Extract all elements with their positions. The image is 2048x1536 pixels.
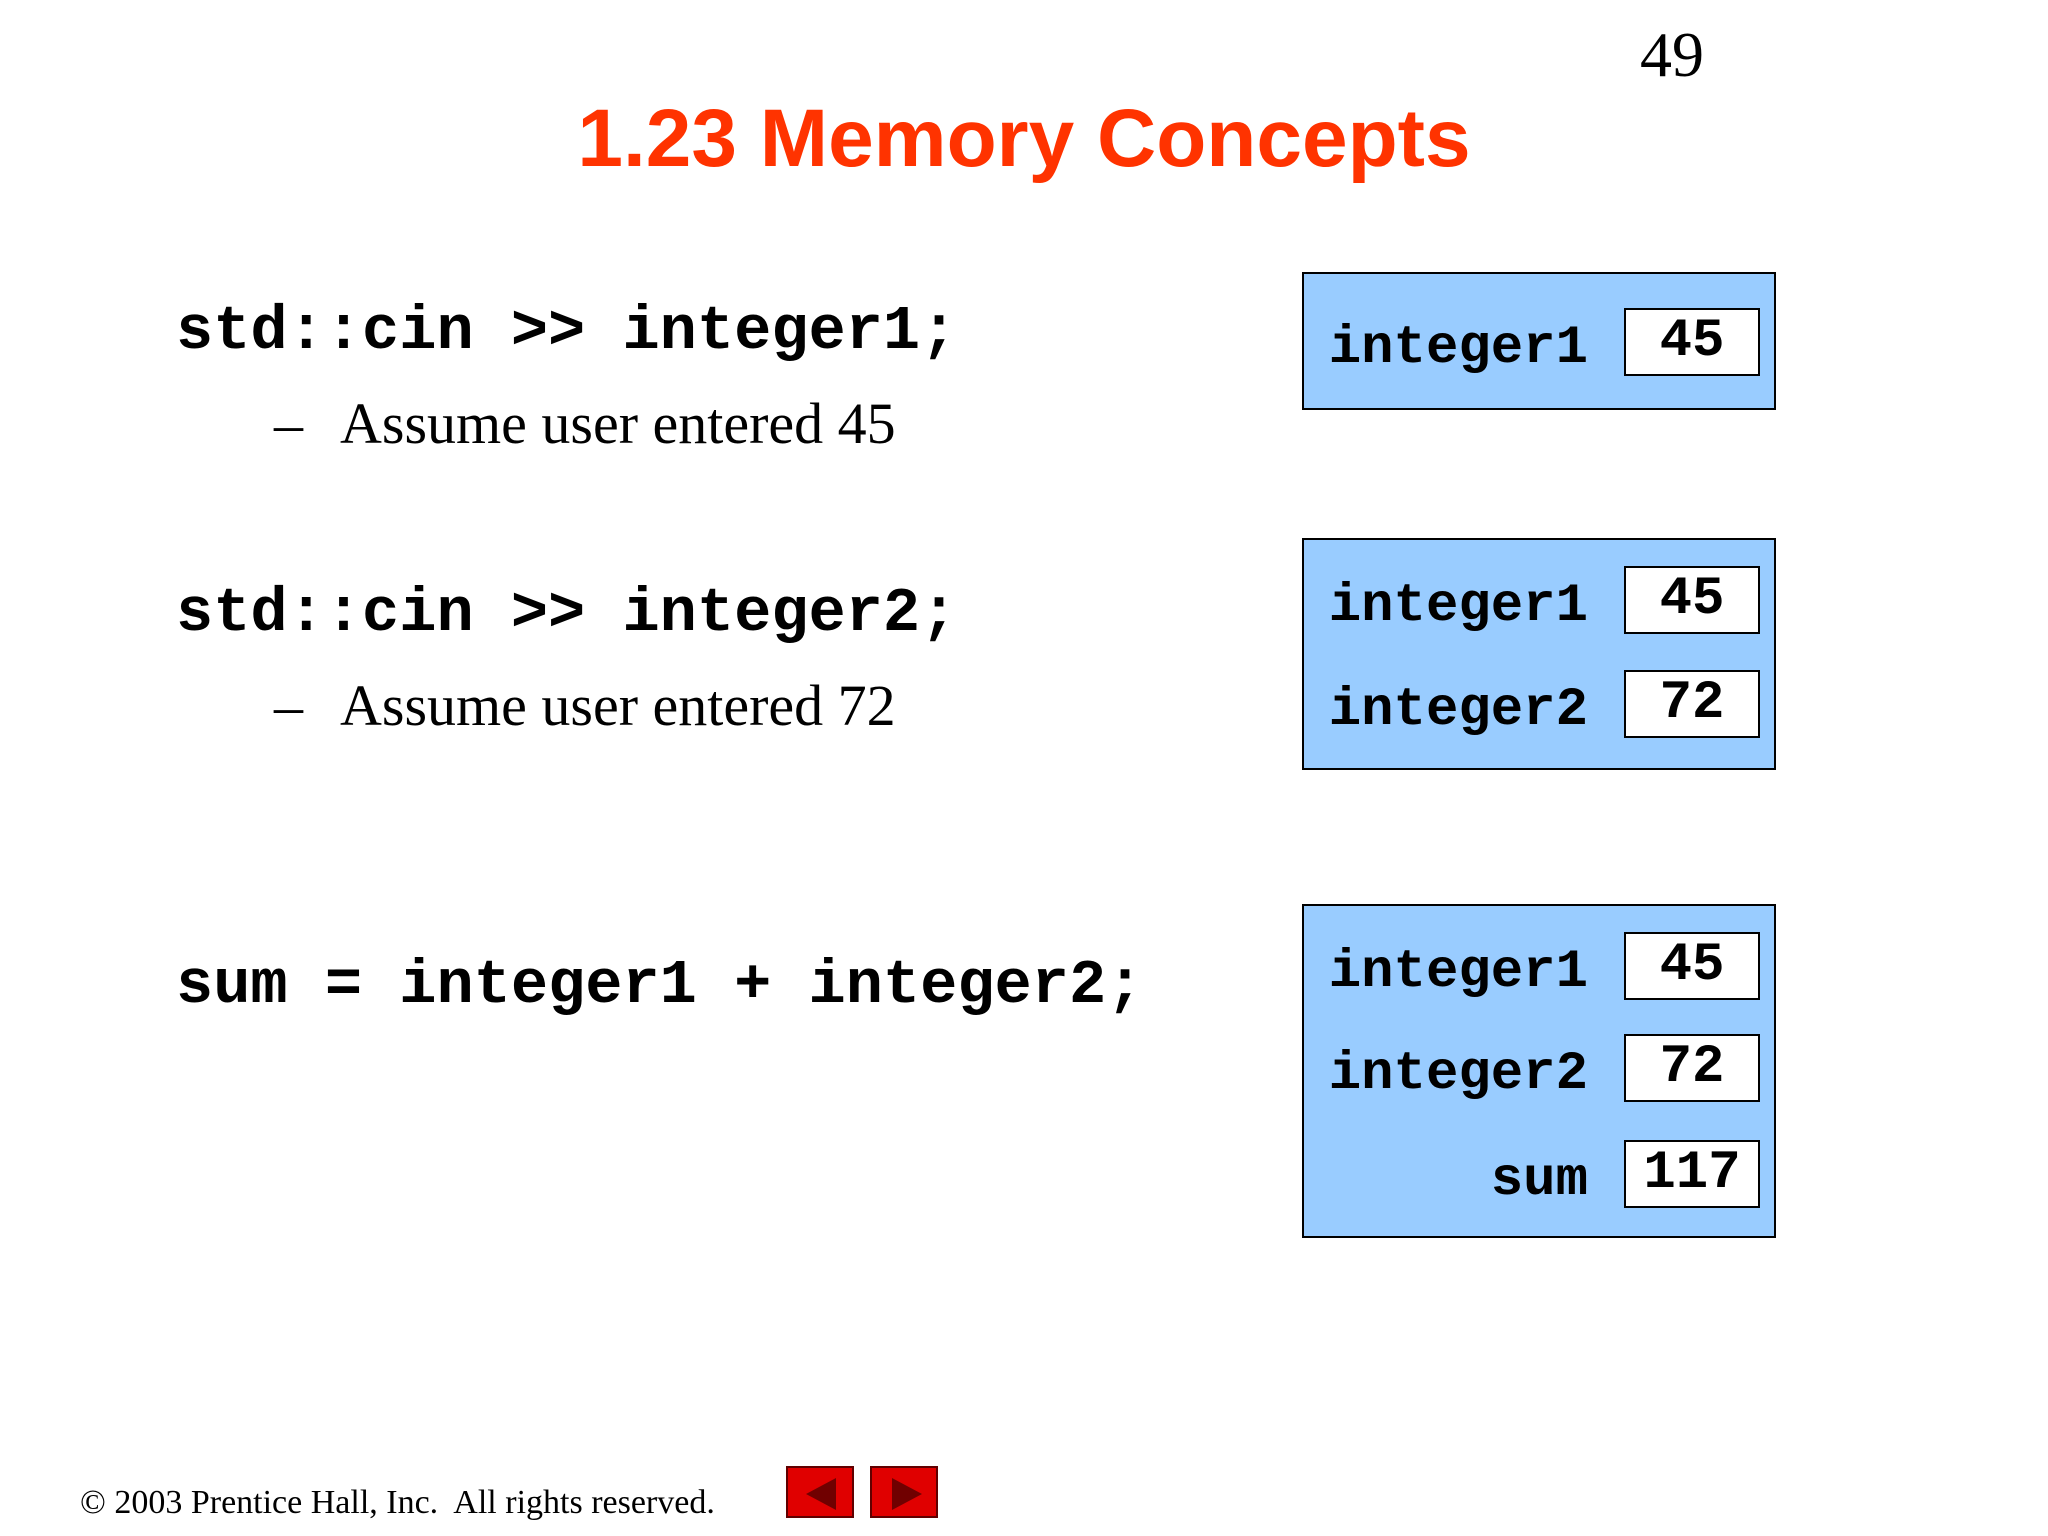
- var-name: integer1: [1328, 942, 1588, 1003]
- code-line-2: std::cin >> integer2;: [176, 578, 958, 649]
- var-name: integer1: [1328, 318, 1588, 379]
- memory-box-1: integer1 45: [1302, 272, 1776, 410]
- bullet-note-2: Assume user entered 72: [340, 673, 896, 738]
- var-value-cell: 72: [1624, 670, 1760, 738]
- code-line-3: sum = integer1 + integer2;: [176, 950, 1144, 1021]
- var-name: integer2: [1328, 1044, 1588, 1105]
- var-value-cell: 117: [1624, 1140, 1760, 1208]
- bullet-note-1: Assume user entered 45: [340, 391, 896, 456]
- var-value-cell: 45: [1624, 932, 1760, 1000]
- var-value-cell: 45: [1624, 308, 1760, 376]
- bullet-dash-2: –: [274, 673, 303, 738]
- memory-box-2: integer1 45 integer2 72: [1302, 538, 1776, 770]
- page-number: 49: [1640, 19, 1704, 90]
- slide-title: 1.23 Memory Concepts: [577, 93, 1471, 184]
- var-value-cell: 72: [1624, 1034, 1760, 1102]
- copyright-notice: © 2003 Prentice Hall, Inc. All rights re…: [80, 1484, 715, 1521]
- next-slide-button[interactable]: [870, 1466, 938, 1518]
- previous-slide-button[interactable]: [786, 1466, 854, 1518]
- bullet-dash-1: –: [274, 391, 303, 456]
- var-value-cell: 45: [1624, 566, 1760, 634]
- var-name: integer2: [1328, 680, 1588, 741]
- memory-box-3: integer1 45 integer2 72 sum 117: [1302, 904, 1776, 1238]
- var-name: sum: [1490, 1150, 1588, 1211]
- code-line-1: std::cin >> integer1;: [176, 296, 958, 367]
- var-name: integer1: [1328, 576, 1588, 637]
